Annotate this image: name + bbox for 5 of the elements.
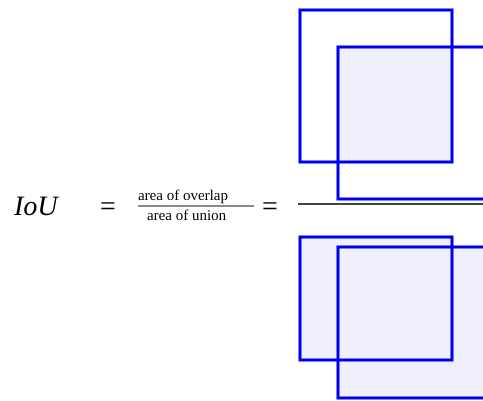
denominator-text: area of union	[147, 209, 226, 224]
numerator-text: area of overlap	[138, 189, 228, 204]
equals-sign: =	[100, 193, 116, 221]
formula-variable: IoU	[14, 193, 58, 221]
equals-sign: =	[262, 193, 278, 221]
